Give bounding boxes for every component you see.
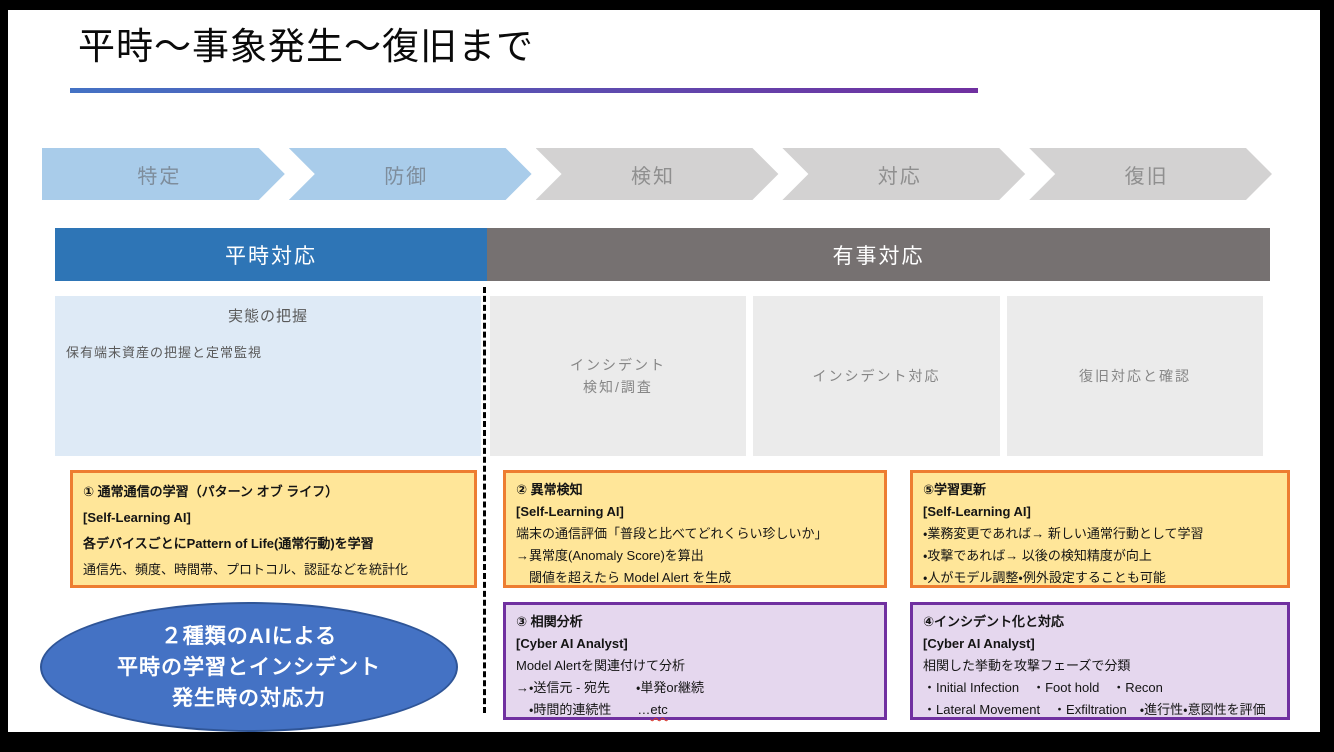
panel-incident-response: インシデント対応 [753,296,1000,456]
chevron-step-detect: 検知 [536,148,779,200]
peacetime-incident-dashed-divider [483,287,486,713]
callout-2-line: 端末の通信評価「普段と比べてどれくらい珍しいか」 [516,526,828,541]
callout-4-heading: ④インシデント化と対応 [923,614,1065,629]
panel-incident-detection: インシデント 検知/調査 [490,296,746,456]
callout-5-learning-update: ⑤学習更新 [Self-Learning AI] ・業務変更であれば→ 新しい通… [910,470,1290,588]
chevron-step-respond-label: 対応 [877,165,922,188]
peacetime-band-label: 平時対応 [225,244,317,268]
callout-1-line: 通信先、頻度、時間帯、プロトコル、認証などを統計化 [83,562,409,577]
panel-asset-title: 実態の把握 [227,308,308,325]
chevron-step-identify-label: 特定 [137,165,182,188]
callout-5-line: ・人がモデル調整・例外設定することも可能 [923,570,1166,585]
panel-recovery-confirm-label: 復旧対応と確認 [1079,368,1191,384]
callout-3-correlation-analysis: ③ 相関分析 [Cyber AI Analyst] Model Alertを関連… [503,602,887,720]
callout-2-tag: [Self-Learning AI] [516,504,624,519]
title-underline [70,88,978,93]
callout-5-line: ・攻撃であれば→ 以後の検知精度が向上 [923,548,1152,563]
summary-line: 平時の学習とインシデント [117,655,381,679]
callout-5-heading: ⑤学習更新 [923,482,987,497]
callout-2-heading: ② 異常検知 [516,482,583,497]
callout-2-line: →異常度(Anomaly Score)を算出 [516,548,704,563]
panel-incident-detection-line2: 検知/調査 [583,379,653,395]
panel-asset-body: 保有端末資産の把握と定常監視 [66,345,263,360]
callout-5-tag: [Self-Learning AI] [923,504,1031,519]
callout-1-pattern-of-life: ① 通常通信の学習（パターン オブ ライフ） [Self-Learning AI… [70,470,477,588]
chevron-step-respond: 対応 [782,148,1025,200]
callout-4-incident-response: ④インシデント化と対応 [Cyber AI Analyst] 相関した挙動を攻撃… [910,602,1290,720]
chevron-step-protect: 防御 [289,148,532,200]
summary-line: ２種類のAIによる [160,624,338,648]
callout-4-tag: [Cyber AI Analyst] [923,636,1035,651]
callout-4-line: 相関した挙動を攻撃フェーズで分類 [923,658,1131,673]
panel-incident-response-label: インシデント対応 [812,368,941,384]
peacetime-band-header: 平時対応 [55,228,487,281]
callout-2-anomaly-detection: ② 異常検知 [Self-Learning AI] 端末の通信評価「普段と比べて… [503,470,887,588]
callout-3-line: Model Alertを関連付けて分析 [516,658,686,673]
slide-title: 平時～事象発生～復旧まで [78,26,534,67]
process-chevron-bar: 特定 防御 検知 対応 復旧 [42,148,1272,200]
panel-recovery-confirm: 復旧対応と確認 [1007,296,1263,456]
callout-3-heading: ③ 相関分析 [516,614,583,629]
incident-band-header: 有事対応 [487,228,1270,281]
chevron-step-recover: 復旧 [1029,148,1272,200]
chevron-step-protect-label: 防御 [384,165,429,188]
callout-5-line: ・業務変更であれば→ 新しい通常行動として学習 [923,526,1204,541]
callout-1-heading: ① 通常通信の学習（パターン オブ ライフ） [83,484,339,499]
summary-line: 発生時の対応力 [172,686,326,710]
callout-3-line: →・送信元 - 宛先 ・単発or継続 [516,680,704,695]
callout-3-etc-prefix: ・時間的連続性 … [516,702,651,717]
chevron-step-detect-label: 検知 [630,165,675,188]
callout-1-tag: [Self-Learning AI] [83,510,191,525]
summary-ellipse: ２種類のAIによる 平時の学習とインシデント 発生時の対応力 [40,602,458,732]
callout-2-line: 閾値を超えたら Model Alert を生成 [516,570,732,585]
callout-3-etc-word: etc [650,702,668,717]
chevron-step-recover-label: 復旧 [1124,165,1169,188]
panel-asset-monitoring: 実態の把握 保有端末資産の把握と定常監視 [55,296,481,456]
callout-3-tag: [Cyber AI Analyst] [516,636,628,651]
callout-1-line: 各デバイスごとにPattern of Life(通常行動)を学習 [83,536,374,551]
incident-band-label: 有事対応 [832,244,925,268]
callout-4-line: ・Lateral Movement ・Exfiltration ・進行性・意図性… [923,702,1266,717]
callout-4-line: ・Initial Infection ・Foot hold ・Recon [923,680,1163,695]
chevron-step-identify: 特定 [42,148,285,200]
callout-3-line: ・時間的連続性 …etc [516,699,874,721]
panel-incident-detection-line1: インシデント [570,357,666,373]
